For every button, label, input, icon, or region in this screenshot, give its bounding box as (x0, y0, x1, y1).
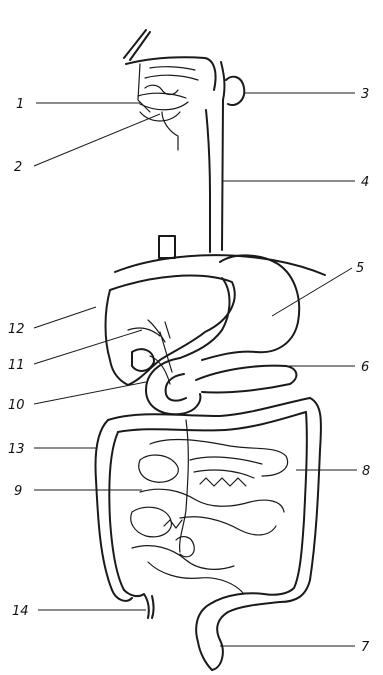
liver-drawing (106, 276, 235, 385)
label-7: 7 (361, 640, 370, 655)
leader-10 (34, 382, 146, 404)
label-13: 13 (8, 442, 25, 457)
leader-11 (34, 330, 142, 364)
leader-12 (34, 307, 96, 328)
label-10: 10 (8, 398, 25, 413)
small-intestine-drawing (131, 420, 288, 594)
head-mouth-drawing (124, 30, 244, 150)
pancreas-drawing (196, 366, 296, 393)
label-1: 1 (16, 97, 24, 112)
diaphragm-drawing (115, 236, 325, 275)
duodenum-drawing (146, 358, 200, 414)
leader-2 (34, 114, 160, 166)
label-11: 11 (8, 358, 25, 373)
label-6: 6 (361, 360, 369, 375)
label-5: 5 (356, 261, 364, 276)
label-9: 9 (14, 484, 22, 499)
gallbladder-drawing (132, 332, 172, 384)
leader-5 (272, 268, 352, 316)
label-3: 3 (361, 87, 369, 102)
label-12: 12 (8, 322, 25, 337)
label-8: 8 (362, 464, 370, 479)
stomach-drawing (180, 255, 299, 360)
number-labels: 1 2 3 4 5 6 7 8 9 10 11 12 13 14 (8, 87, 370, 655)
esophagus-drawing (206, 100, 223, 252)
colon-drawing (96, 398, 321, 670)
label-2: 2 (14, 160, 22, 175)
leader-lines (34, 93, 357, 646)
label-4: 4 (361, 175, 369, 190)
label-14: 14 (12, 604, 29, 619)
